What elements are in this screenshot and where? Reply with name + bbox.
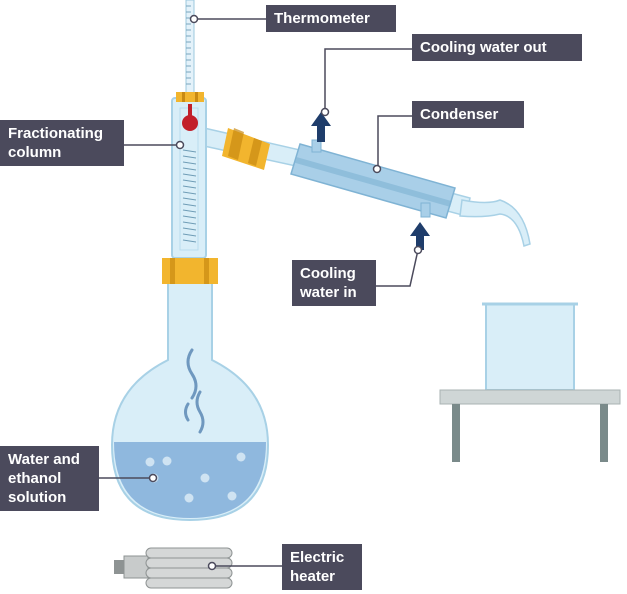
fractionating-column-label: Fractionating column	[0, 120, 124, 166]
electric-heater-label-line-2: heater	[290, 568, 336, 585]
cooling-water-out-arrow	[311, 112, 331, 142]
electric-heater-label-line-1: Electric	[290, 549, 345, 566]
cooling-water-in-label: Cooling water in	[292, 260, 376, 306]
round-bottom-flask	[110, 258, 270, 522]
solution-label-line-3: solution	[8, 489, 67, 506]
cooling-water-out-label-text: Cooling water out	[420, 39, 547, 56]
cooling-water-in-arrow	[410, 222, 430, 250]
condenser-label: Condenser	[412, 101, 524, 128]
cooling-water-in-label-line-2: water in	[300, 284, 357, 301]
thermometer-bulb	[182, 115, 198, 131]
cooling-water-out-label: Cooling water out	[412, 34, 582, 61]
electric-heater-label: Electric heater	[282, 544, 362, 590]
collection-beaker	[482, 302, 578, 391]
solution-label: Water and ethanol solution	[0, 446, 99, 511]
thermometer-label-text: Thermometer	[274, 10, 370, 27]
joint-stopper	[222, 128, 270, 170]
fractionating-column-label-line-2: column	[8, 144, 62, 161]
fractionating-column	[171, 92, 207, 259]
condenser	[290, 139, 531, 247]
thermometer-label: Thermometer	[266, 5, 396, 32]
leader-lines	[99, 18, 419, 567]
fractionating-column-label-line-1: Fractionating	[8, 125, 104, 142]
condenser-label-text: Condenser	[420, 106, 499, 123]
stand	[439, 389, 621, 462]
solution-label-line-2: ethanol	[8, 470, 62, 487]
cooling-water-in-label-line-1: Cooling	[300, 265, 356, 282]
solution-label-line-1: Water and	[8, 451, 80, 468]
leader-dots	[148, 14, 423, 571]
